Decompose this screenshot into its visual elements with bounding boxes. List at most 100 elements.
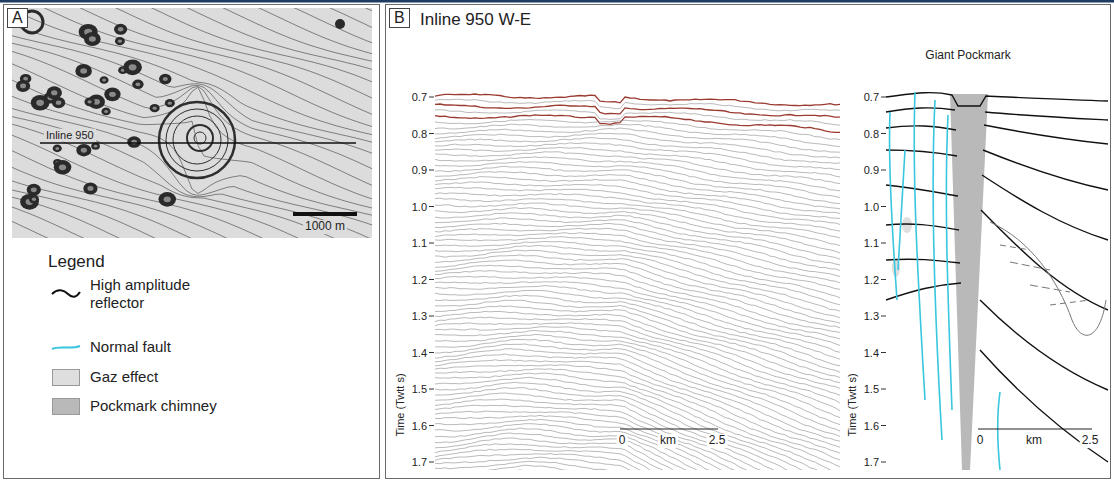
seismic-reflector <box>435 369 840 460</box>
figure-shape <box>990 222 1106 335</box>
axis-tick-label: 1.0 <box>412 200 427 213</box>
section-title: Inline 950 W-E <box>420 10 531 30</box>
tick-mark <box>429 170 434 171</box>
figure-shape <box>886 259 960 263</box>
legend-swatch <box>52 369 80 386</box>
figure-shape <box>985 112 1108 120</box>
axis-tick-label: 1.7 <box>864 456 879 469</box>
figure-shape <box>1050 300 1090 305</box>
pockmark <box>118 27 123 31</box>
tick-mark <box>881 316 886 317</box>
axis-tick-label: 1.4 <box>864 346 879 359</box>
scale-label: km <box>658 434 678 448</box>
pockmark <box>84 98 94 107</box>
contour-line <box>12 197 372 238</box>
seismic-reflector <box>435 104 840 117</box>
tick-mark <box>881 170 886 171</box>
seismic-reflector <box>435 411 840 470</box>
seismic-reflector <box>435 255 840 318</box>
line-label: Inline 950 <box>44 129 96 142</box>
seismic-reflector <box>435 354 840 441</box>
axis-tick-label: 1.6 <box>412 419 427 432</box>
scale-bar <box>620 428 718 429</box>
seismic-section <box>435 94 840 470</box>
pockmark <box>104 110 108 113</box>
contour-line <box>12 25 372 142</box>
axis-tick-label: 1.3 <box>864 310 879 323</box>
figure-shape <box>173 116 221 164</box>
seismic-reflector <box>435 260 840 323</box>
figure-shape <box>981 210 1108 310</box>
pockmark <box>81 148 87 153</box>
pockmark <box>80 68 87 74</box>
pockmark <box>16 80 30 92</box>
scale-label: 0 <box>975 434 986 448</box>
contour-line <box>12 64 372 199</box>
feature-label: Giant Pockmark <box>925 49 1010 63</box>
seismic-reflector <box>435 282 840 346</box>
giant-pockmark-rings <box>159 102 235 178</box>
scale-label: 1000 m <box>303 220 347 234</box>
tick-mark <box>429 462 434 463</box>
figure-shape <box>194 132 206 144</box>
figure-shape <box>1030 285 1070 292</box>
pockmark <box>168 101 172 104</box>
seismic-reflector <box>435 143 840 170</box>
seismic-reflector <box>435 428 840 470</box>
tick-mark <box>881 352 886 353</box>
seismic-reflector <box>435 382 840 470</box>
seismic-reflector <box>435 454 840 470</box>
seismic-reflector <box>435 242 840 298</box>
tick-mark <box>881 462 886 463</box>
tick-mark <box>881 389 886 390</box>
figure-shape <box>933 100 942 440</box>
pockmark <box>136 82 141 86</box>
figure-shape <box>886 108 955 112</box>
scale-label: 2.5 <box>1080 434 1101 448</box>
pockmark <box>104 88 120 102</box>
axis-tick-label: 1.1 <box>864 237 879 250</box>
pockmark <box>109 92 116 97</box>
seismic-reflector <box>435 465 840 470</box>
seismic-reflector <box>435 157 840 191</box>
tick-mark <box>429 352 434 353</box>
seismic-reflector <box>435 399 840 470</box>
pockmark <box>165 99 175 107</box>
pockmark <box>51 90 57 95</box>
contour-line <box>12 124 372 238</box>
figure-shape <box>881 97 886 462</box>
seismic-reflector <box>435 300 840 372</box>
horizons <box>886 93 1108 462</box>
pockmark <box>115 37 125 45</box>
tick-mark <box>429 133 434 134</box>
pockmark <box>129 64 137 70</box>
pockmark <box>100 76 109 84</box>
contour-line <box>12 8 372 61</box>
seismic-reflector <box>435 133 840 158</box>
seismic-reflector <box>435 138 840 164</box>
seismic-reflector <box>435 250 840 311</box>
seismic-reflector <box>435 120 840 140</box>
figure-shape <box>886 93 1108 106</box>
tick-mark <box>881 279 886 280</box>
seismic-reflector <box>435 208 840 253</box>
panel-letter: A <box>7 8 28 28</box>
axis-title: Time (Twtt s) <box>394 373 407 436</box>
pockmark <box>29 195 39 203</box>
tick-mark <box>881 243 886 244</box>
figure-shape <box>889 112 897 300</box>
axis-tick-label: 0.9 <box>412 164 427 177</box>
axis-tick-label: 1.0 <box>864 200 879 213</box>
seismic-reflector <box>435 327 840 403</box>
pockmark <box>132 80 143 90</box>
panel-letter: B <box>389 8 410 28</box>
pockmark <box>53 145 62 153</box>
pockmark <box>89 36 96 42</box>
contour-line <box>12 109 372 226</box>
contour-line <box>12 8 372 43</box>
seismic-reflector <box>435 162 840 198</box>
pockmark <box>83 183 97 195</box>
pockmark <box>102 79 106 82</box>
figure-shape <box>898 150 905 270</box>
axis-tick-label: 0.9 <box>864 164 879 177</box>
